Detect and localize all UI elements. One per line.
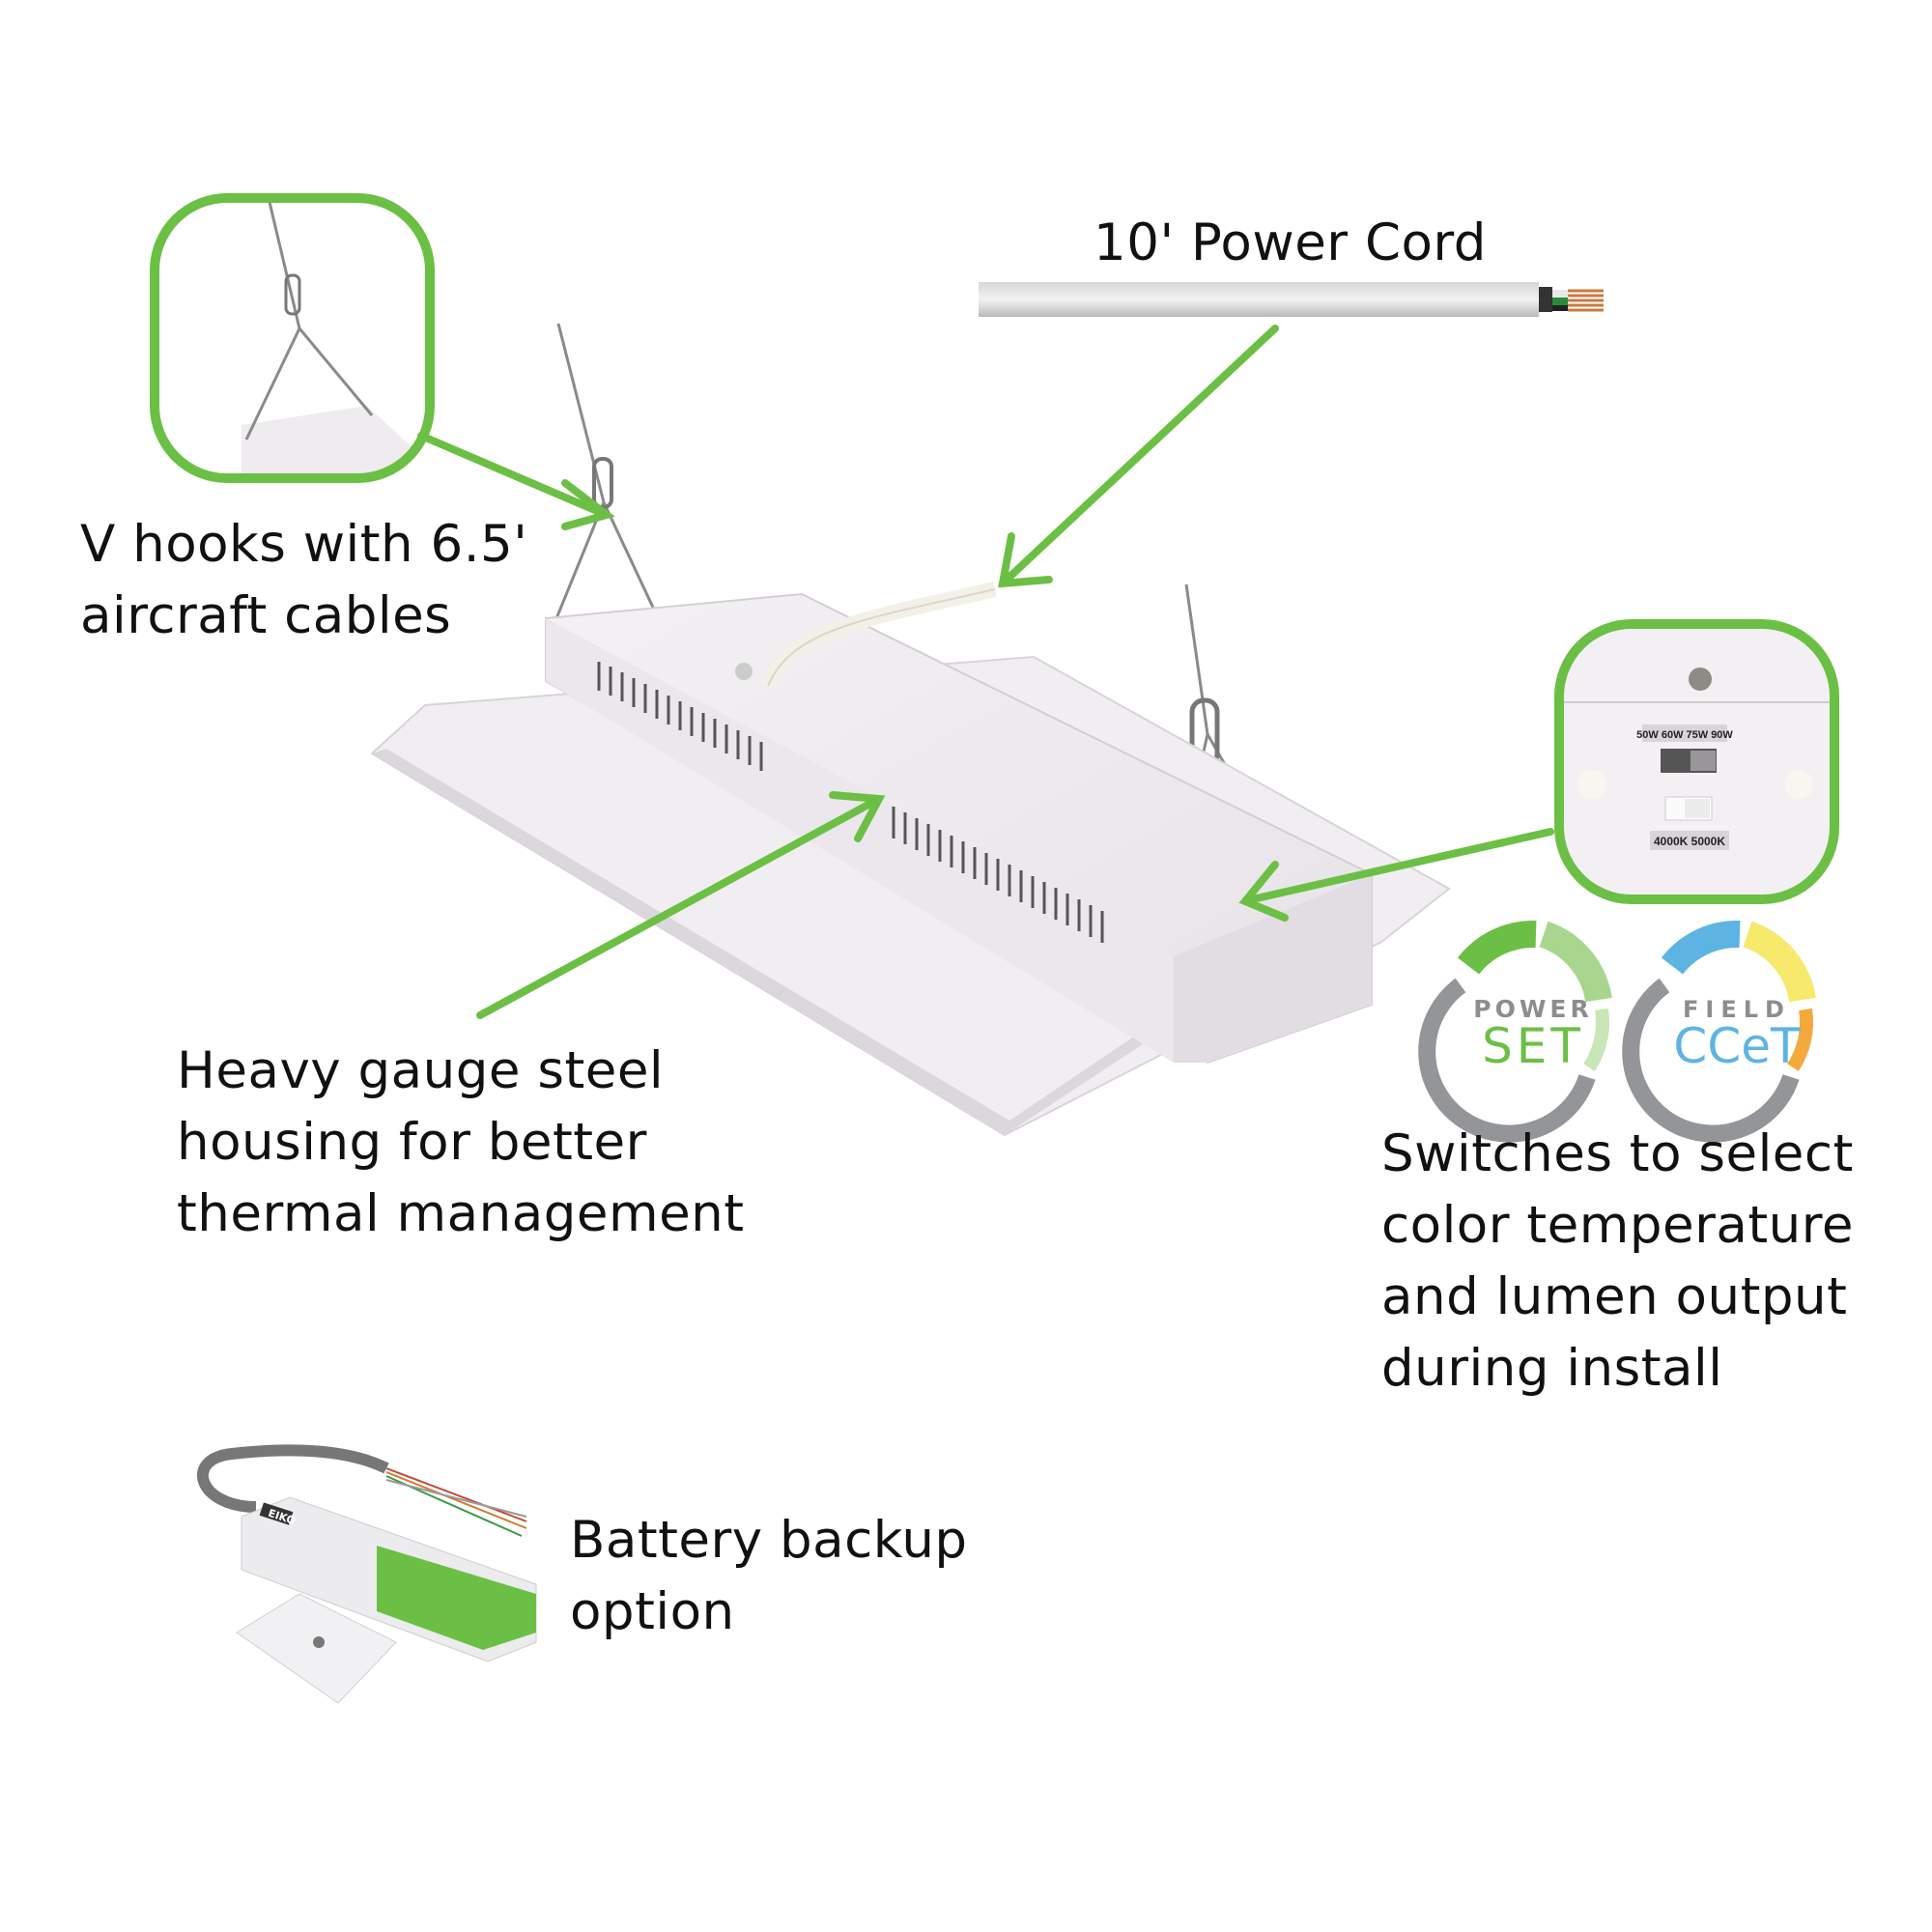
v-hook-inset — [150, 193, 435, 483]
field-ccet-logo: FIELD CCeT — [1622, 920, 1816, 1143]
hooks-caption: V hooks with 6.5' aircraft cables — [80, 515, 528, 645]
power-set-logo: POWER SET — [1418, 920, 1612, 1143]
housing-arrow — [476, 796, 881, 1019]
power-cord-caption: 10' Power Cord — [1094, 213, 1487, 272]
screw-icon — [1689, 668, 1712, 691]
power-cord-image — [979, 282, 1604, 317]
housing-caption: Heavy gauge steel housing for better the… — [177, 1041, 745, 1243]
high-bay-fixture-image — [370, 323, 1451, 1137]
cct-label: 4000K 5000K — [1654, 835, 1725, 848]
callout-arrows — [417, 325, 1554, 1019]
switch-inset: 50W 60W 75W 90W 4000K 5000K — [1554, 619, 1839, 904]
svg-text:CCeT: CCeT — [1673, 1018, 1801, 1074]
hook-arrow — [417, 432, 608, 518]
wattage-label: 50W 60W 75W 90W — [1636, 729, 1733, 741]
switches-caption: Switches to select color temperature and… — [1381, 1124, 1854, 1398]
svg-text:SET: SET — [1482, 1018, 1584, 1074]
battery-backup-image: EIKO — [197, 1444, 537, 1704]
switch-arrow — [1244, 828, 1554, 904]
battery-caption: Battery backup option — [570, 1511, 968, 1641]
power-cord-arrow — [1001, 325, 1279, 585]
svg-text:FIELD: FIELD — [1683, 996, 1791, 1023]
svg-text:POWER: POWER — [1473, 995, 1592, 1023]
